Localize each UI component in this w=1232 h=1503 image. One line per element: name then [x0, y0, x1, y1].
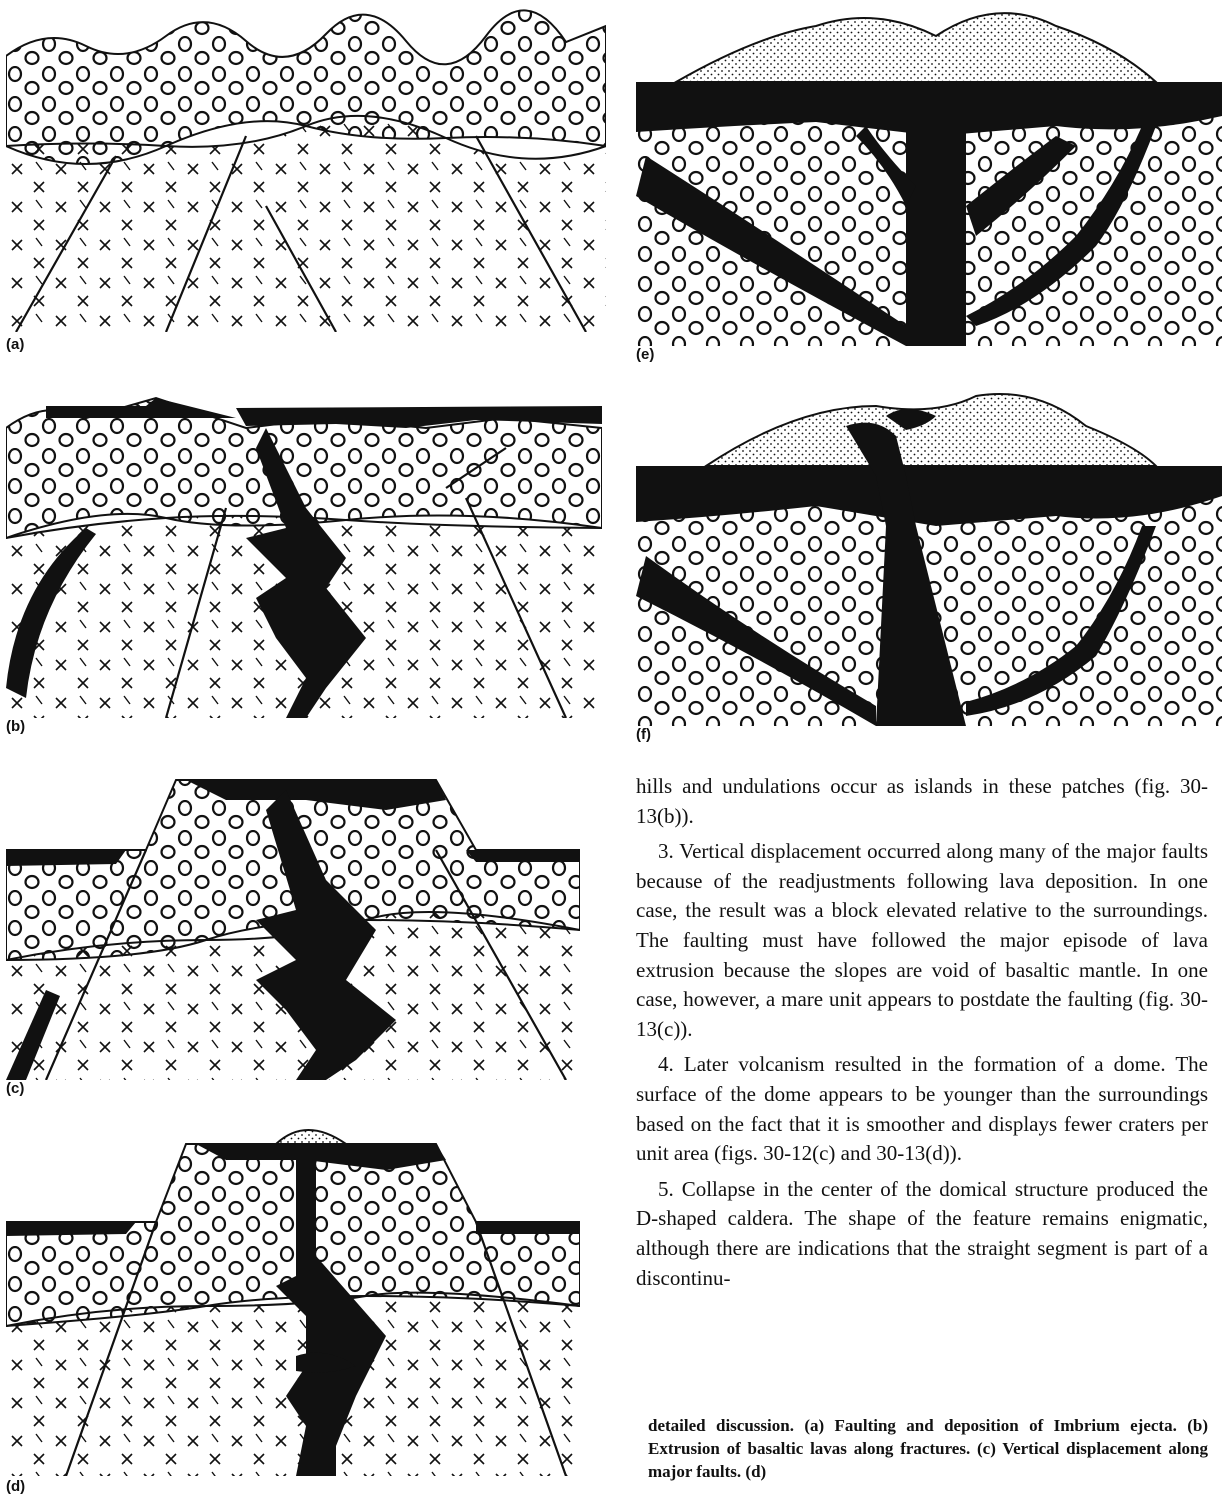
panel-label-e: (e): [636, 346, 654, 363]
panel-c: (c): [6, 770, 580, 1080]
cross-section-a: [6, 6, 606, 332]
panel-b: (b): [6, 388, 602, 718]
paragraph-3: 3. Vertical displacement occurred along …: [636, 837, 1208, 1044]
panel-label-f: (f): [636, 726, 651, 743]
cross-section-b: [6, 388, 602, 718]
panel-e: (e): [636, 6, 1222, 346]
paragraph-continuation: hills and undulations occur as islands i…: [636, 772, 1208, 831]
panel-label-c: (c): [6, 1080, 24, 1097]
cross-section-c: [6, 770, 580, 1080]
panel-label-d: (d): [6, 1478, 25, 1495]
panel-f: (f): [636, 386, 1222, 726]
panel-label-b: (b): [6, 718, 25, 735]
cross-section-d: [6, 1126, 580, 1476]
cross-section-f: [636, 386, 1222, 726]
panel-d: (d): [6, 1126, 580, 1476]
figure-caption: detailed discussion. (a) Faulting and de…: [648, 1414, 1208, 1502]
cross-section-e: [636, 6, 1222, 346]
panel-a: (a): [6, 6, 606, 332]
panel-label-a: (a): [6, 336, 24, 353]
paragraph-4: 4. Later volcanism resulted in the forma…: [636, 1050, 1208, 1168]
paragraph-5: 5. Collapse in the center of the domical…: [636, 1175, 1208, 1293]
body-text: hills and undulations occur as islands i…: [636, 772, 1208, 1299]
